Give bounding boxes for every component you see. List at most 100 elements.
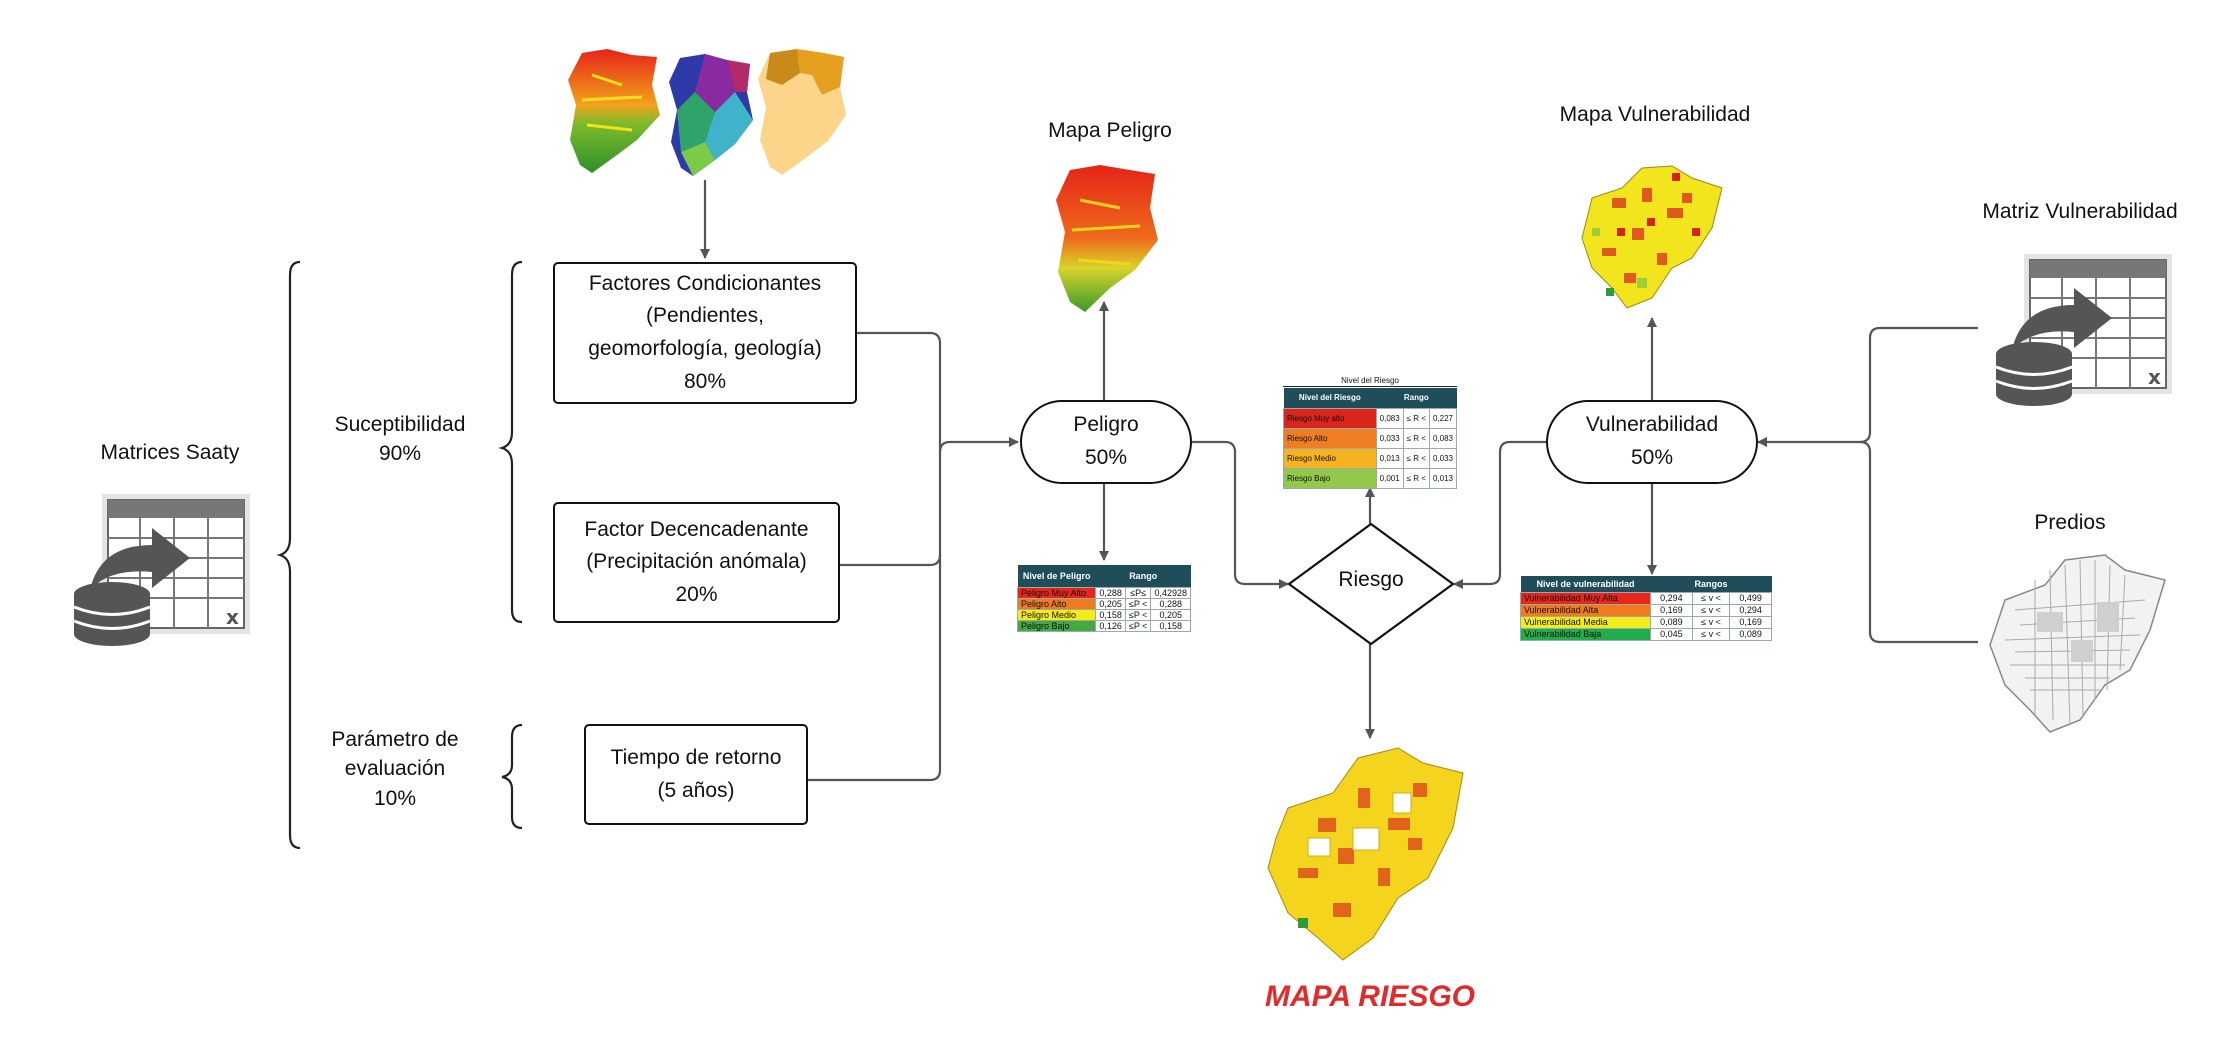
geomorphology-map-icon <box>669 54 753 176</box>
riesgo-range-max-cell: 0,227 <box>1428 407 1458 429</box>
tiempo-line2: (5 años) <box>657 778 735 802</box>
riesgo-label: Riesgo <box>1338 568 1404 591</box>
factores-condicionantes-box: Factores Condicionantes (Pendientes, geo… <box>553 262 857 404</box>
vuln-header-level: Nivel de vulnerabilidad <box>1520 576 1651 592</box>
factor-desencadenante-box: Factor Decencadenante (Precipitación anó… <box>553 502 840 623</box>
svg-text:x: x <box>226 605 239 629</box>
peligro-range-min-cell: 0,205 <box>1095 597 1126 610</box>
factores-line2: (Pendientes, <box>646 304 764 328</box>
vuln-header-range: Rangos <box>1650 576 1772 592</box>
matriz-vulnerabilidad-title: Matriz Vulnerabilidad <box>1982 200 2178 223</box>
desencadenante-line1: Factor Decencadenante <box>584 517 809 541</box>
peligro-header-level: Nivel de Peligro <box>1017 565 1096 587</box>
vulnerabilidad-range-min-cell: 0,169 <box>1650 603 1693 617</box>
geology-map-icon <box>758 49 846 175</box>
riesgo-range-operator-cell: ≤ R < <box>1402 427 1430 449</box>
vulnerabilidad-range-operator-cell: ≤ v < <box>1691 615 1731 629</box>
riesgo-header-level: Nivel del Riesgo <box>1283 388 1377 408</box>
parametro-percent: 10% <box>373 786 417 810</box>
vulnerabilidad-name: Vulnerabilidad <box>1585 413 1719 437</box>
spreadsheet-database-icon: x <box>73 494 250 646</box>
mapa-peligro-title: Mapa Peligro <box>1048 119 1172 142</box>
peligro-range-operator-cell: ≤P < <box>1124 608 1152 621</box>
vulnerabilidad-legend-table: Nivel de vulnerabilidad Rangos Vulnerabi… <box>1520 576 1772 641</box>
riesgo-level-cell: Riesgo Bajo <box>1283 467 1377 489</box>
riesgo-level-cell: Riesgo Alto <box>1283 427 1377 449</box>
slope-map-icon <box>568 49 660 173</box>
mapa-riesgo-title: MAPA RIESGO <box>1264 980 1475 1013</box>
vulnerabilidad-range-max-cell: 0,294 <box>1729 603 1772 617</box>
vulnerabilidad-level-cell: Vulnerabilidad Muy Alta <box>1520 591 1651 605</box>
desencadenante-percent: 20% <box>675 582 718 606</box>
vulnerabilidad-level-cell: Vulnerabilidad Alta <box>1520 603 1651 617</box>
vulnerabilidad-range-max-cell: 0,169 <box>1729 615 1772 629</box>
suceptibilidad-name: Suceptibilidad <box>334 413 466 436</box>
factores-percent: 80% <box>683 369 727 393</box>
riesgo-range-max-cell: 0,033 <box>1428 447 1458 469</box>
predios-title: Predios <box>2034 511 2106 534</box>
peligro-level-cell: Peligro Alto <box>1016 597 1097 610</box>
mapa-vulnerabilidad-title: Mapa Vulnerabilidad <box>1559 103 1751 126</box>
riesgo-level-cell: Riesgo Medio <box>1283 447 1377 469</box>
riesgo-range-operator-cell: ≤ R < <box>1402 467 1430 489</box>
factores-line1: Factores Condicionantes <box>588 271 822 295</box>
peligro-level-cell: Peligro Bajo <box>1016 619 1097 632</box>
riesgo-range-operator-cell: ≤ R < <box>1402 407 1430 429</box>
tiempo-retorno-box: Tiempo de retorno (5 años) <box>584 724 808 825</box>
suceptibilidad-label: Suceptibilidad 90% <box>320 410 480 469</box>
vulnerabilidad-range-max-cell: 0,499 <box>1729 591 1772 605</box>
vulnerabilidad-range-min-cell: 0,045 <box>1650 627 1693 641</box>
suceptibilidad-percent: 90% <box>378 442 422 466</box>
svg-text:x: x <box>2148 365 2161 389</box>
vulnerabilidad-range-min-cell: 0,089 <box>1650 615 1693 629</box>
tiempo-line1: Tiempo de retorno <box>610 745 782 769</box>
riesgo-level-cell: Riesgo Muy alto <box>1283 407 1377 429</box>
desencadenante-line2: (Precipitación anómala) <box>586 550 807 574</box>
spreadsheet-database-icon: x <box>1995 254 2172 406</box>
peligro-range-min-cell: 0,158 <box>1095 608 1126 621</box>
riesgo-range-max-cell: 0,013 <box>1428 467 1458 489</box>
peligro-range-min-cell: 0,126 <box>1095 619 1126 632</box>
vulnerabilidad-node: Vulnerabilidad 50% <box>1546 400 1758 484</box>
parcels-map-icon <box>1989 554 2166 733</box>
vulnerabilidad-range-operator-cell: ≤ v < <box>1691 591 1731 605</box>
factores-line3: geomorfología, geología) <box>588 337 822 360</box>
peligro-range-max-cell: 0,158 <box>1150 619 1191 632</box>
vulnerability-map-icon <box>1581 165 1723 309</box>
brace-parametro <box>501 723 523 830</box>
vulnerabilidad-level-cell: Vulnerabilidad Baja <box>1520 627 1651 641</box>
peligro-range-max-cell: 0,42928 <box>1150 586 1191 599</box>
peligro-range-max-cell: 0,205 <box>1150 608 1191 621</box>
parametro-line2: evaluación <box>344 757 446 781</box>
peligro-range-min-cell: 0,288 <box>1095 586 1126 599</box>
peligro-range-operator-cell: ≤P < <box>1124 597 1152 610</box>
vulnerabilidad-percent: 50% <box>1630 446 1674 469</box>
riesgo-range-min-cell: 0,013 <box>1375 447 1404 469</box>
riesgo-range-min-cell: 0,001 <box>1375 467 1404 489</box>
brace-suceptibilidad <box>498 260 523 624</box>
riesgo-header-range: Rango <box>1376 388 1457 408</box>
peligro-name: Peligro <box>1073 413 1139 437</box>
vulnerabilidad-range-min-cell: 0,294 <box>1650 591 1693 605</box>
peligro-percent: 50% <box>1084 446 1128 469</box>
hazard-map-icon <box>1056 165 1158 312</box>
peligro-node: Peligro 50% <box>1020 400 1192 484</box>
risk-map-icon <box>1267 747 1464 961</box>
vulnerabilidad-level-cell: Vulnerabilidad Media <box>1520 615 1651 629</box>
riesgo-range-max-cell: 0,083 <box>1428 427 1458 449</box>
